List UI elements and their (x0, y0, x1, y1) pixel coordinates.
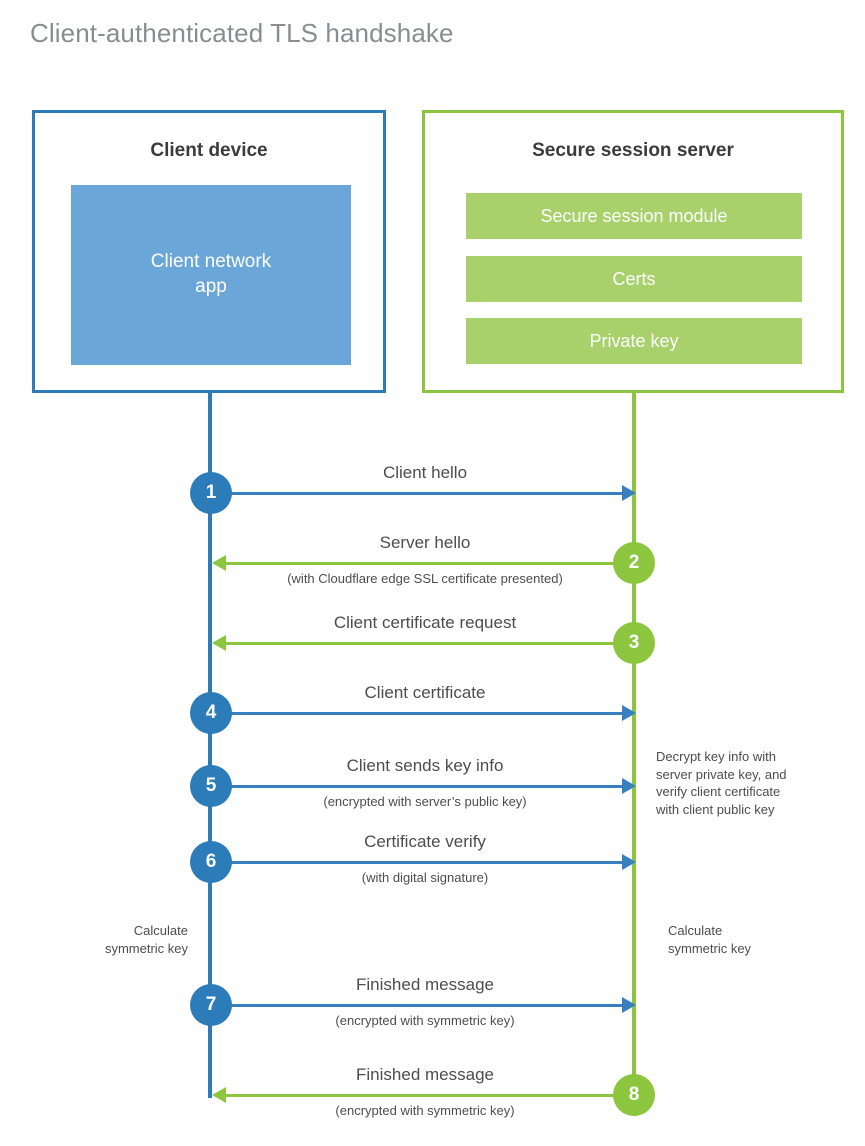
message-6-label: Certificate verify (364, 832, 486, 851)
secure-session-server-title: Secure session server (532, 140, 734, 161)
page-title: Client-authenticated TLS handshake (30, 18, 454, 48)
message-4-label: Client certificate (364, 683, 486, 702)
message-4-line (210, 712, 623, 715)
message-6-line (210, 861, 623, 864)
message-2-arrowhead-icon (212, 555, 226, 571)
message-8-label: Finished message (356, 1065, 494, 1084)
annotation-server-decrypt: Decrypt key info with server private key… (656, 749, 787, 817)
message-5-arrowhead-icon (622, 778, 636, 794)
step-badge-8: 8 (613, 1074, 655, 1116)
message-7-sublabel: (encrypted with symmetric key) (335, 1013, 515, 1028)
message-3-arrowhead-icon (212, 635, 226, 651)
message-6-arrowhead-icon (622, 854, 636, 870)
secure-session-server-box: Secure session server Secure session mod… (422, 110, 844, 393)
step-badge-6: 6 (190, 841, 232, 883)
client-device-box: Client device Client network app (32, 110, 386, 393)
message-8-sublabel: (encrypted with symmetric key) (335, 1103, 515, 1118)
message-5-line (210, 785, 623, 788)
message-6-sublabel: (with digital signature) (361, 870, 489, 885)
client-device-title: Client device (150, 140, 268, 161)
server-block-certs: Certs (466, 256, 802, 302)
server-block-secure-session-module: Secure session module (466, 193, 802, 239)
message-2-label: Server hello (379, 533, 471, 552)
step-badge-4: 4 (190, 692, 232, 734)
step-badge-2: 2 (613, 542, 655, 584)
message-7-line (210, 1004, 623, 1007)
message-1-arrowhead-icon (622, 485, 636, 501)
message-5-sublabel: (encrypted with server’s public key) (323, 794, 527, 809)
step-badge-5: 5 (190, 765, 232, 807)
message-4-arrowhead-icon (622, 705, 636, 721)
step-badge-3: 3 (613, 622, 655, 664)
step-badge-7: 7 (190, 984, 232, 1026)
message-8-arrowhead-icon (212, 1087, 226, 1103)
message-3-line (226, 642, 640, 645)
message-2-line (226, 562, 640, 565)
message-2-sublabel: (with Cloudflare edge SSL certificate pr… (287, 571, 563, 586)
message-7-label: Finished message (356, 975, 494, 994)
server-block-private-key: Private key (466, 318, 802, 364)
message-3-label: Client certificate request (333, 613, 517, 632)
server-lifeline (632, 391, 636, 1095)
message-1-line (210, 492, 623, 495)
message-7-arrowhead-icon (622, 997, 636, 1013)
step-badge-1: 1 (190, 472, 232, 514)
client-network-app-block: Client network app (71, 185, 351, 365)
message-5-label: Client sends key info (346, 756, 504, 775)
message-8-line (226, 1094, 640, 1097)
client-lifeline (208, 391, 212, 1098)
message-1-label: Client hello (382, 463, 468, 482)
annotation-client-calculate-symmetric-key: Calculate symmetric key (104, 923, 188, 956)
annotation-server-calculate-symmetric-key: Calculate symmetric key (668, 923, 752, 956)
